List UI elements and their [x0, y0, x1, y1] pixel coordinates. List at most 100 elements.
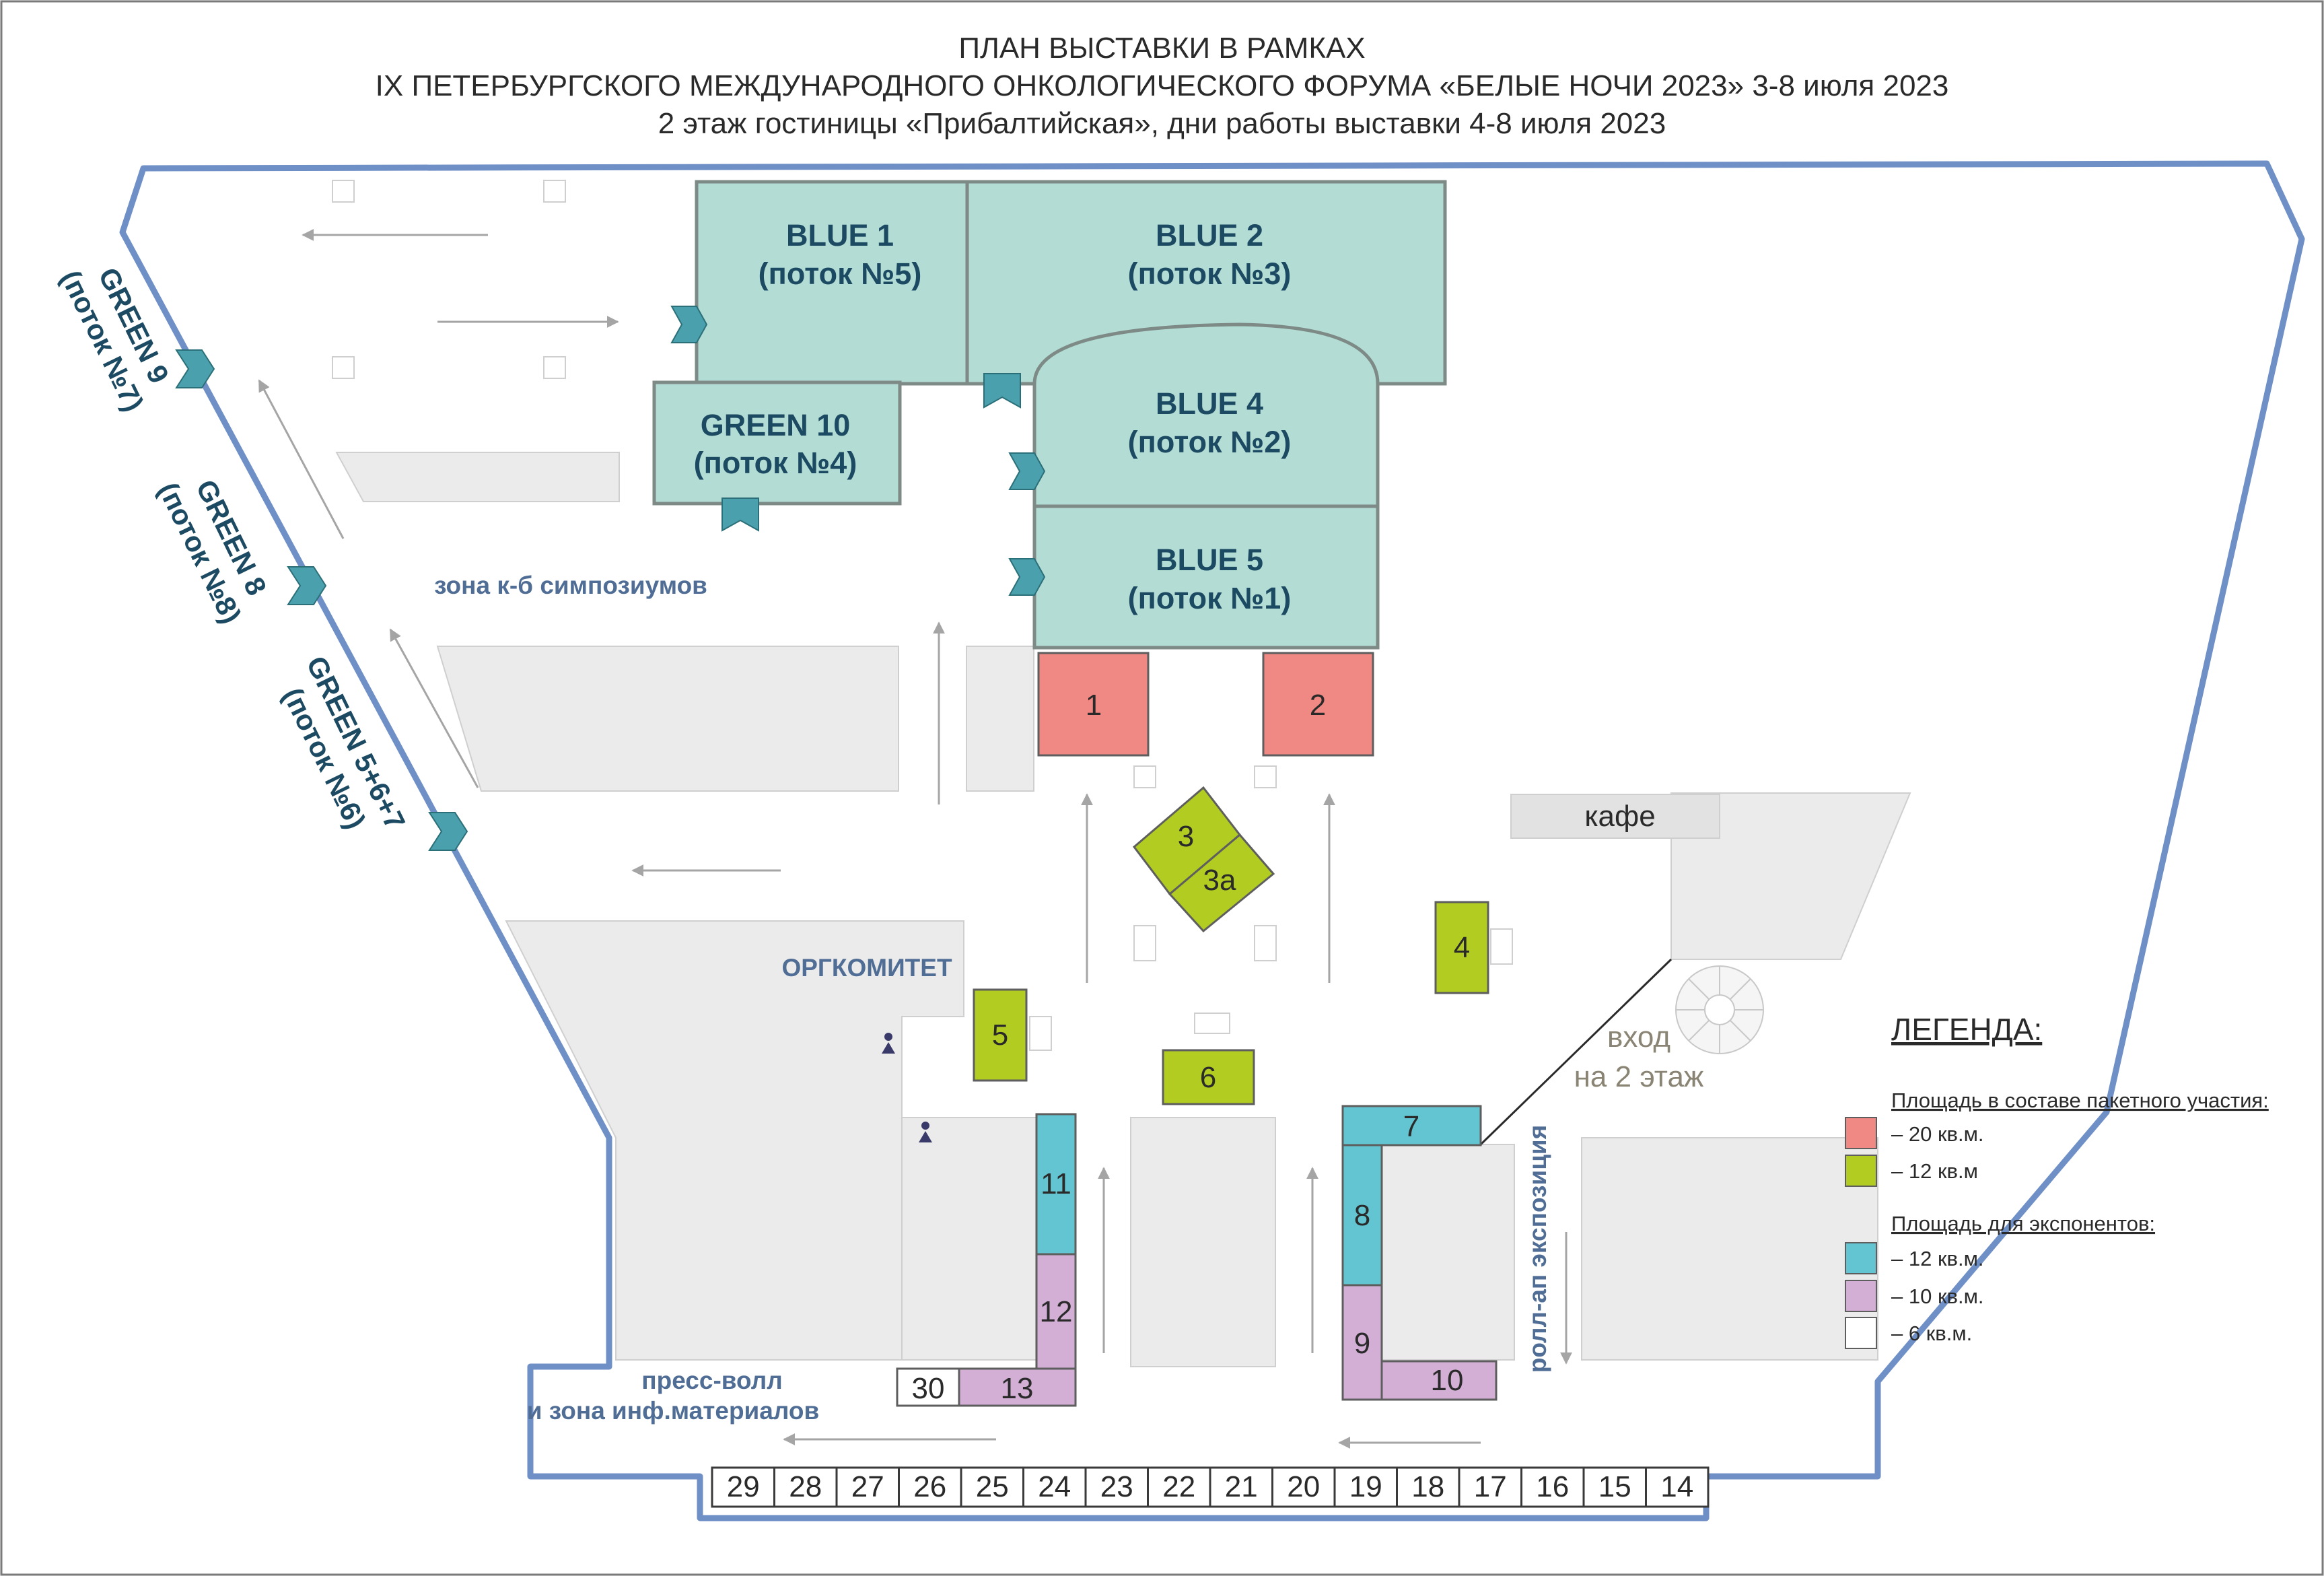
bottom-booth-26[interactable] — [898, 1466, 962, 1508]
booth-3a-number: 3а — [1203, 864, 1236, 897]
marker-green-10 — [721, 498, 759, 532]
booth-numbers: 1 2 3 3а 4 5 6 7 8 9 10 11 12 13 30 — [912, 689, 1471, 1405]
bottom-booth-number: 16 — [1536, 1470, 1569, 1503]
booth-30[interactable] — [896, 1367, 960, 1407]
booth-13-number: 13 — [1001, 1372, 1034, 1405]
plan-title-line-1: ПЛАН ВЫСТАВКИ В РАМКАХ — [958, 32, 1366, 65]
bottom-booth-number: 14 — [1660, 1470, 1693, 1503]
marker-green-8 — [287, 566, 327, 605]
booth-4-number: 4 — [1454, 931, 1470, 964]
booth-7-number: 7 — [1403, 1110, 1419, 1143]
service-areas — [335, 452, 1911, 1367]
legend-swatch-exhibitor-12 — [1845, 1242, 1877, 1274]
bottom-booth-number: 23 — [1100, 1470, 1133, 1503]
legend-swatch-package-20 — [1845, 1117, 1877, 1149]
legend: ЛЕГЕНДА: Площадь в составе пакетного уча… — [1845, 1012, 2269, 1349]
hall-green-10-stream: (поток №4) — [694, 446, 857, 480]
package-booths-12 — [973, 786, 1489, 1105]
booth-9[interactable] — [1341, 1284, 1383, 1401]
hall-blue-1-stream: (поток №5) — [759, 256, 922, 291]
hall-blue-2-name: BLUE 2 — [1156, 218, 1263, 252]
booth-9-number: 9 — [1354, 1327, 1370, 1360]
service-area-upper-left — [335, 452, 620, 502]
cafe-label: кафе — [1584, 800, 1655, 833]
bottom-booth-number: 27 — [851, 1470, 884, 1503]
bottom-booth-18[interactable] — [1396, 1466, 1460, 1508]
legend-exhibitor-10-label: – 10 кв.м. — [1891, 1284, 1984, 1308]
booth-1-number: 1 — [1086, 689, 1102, 722]
hall-blue-4-name: BLUE 4 — [1156, 386, 1263, 421]
service-area-middle-left — [436, 646, 899, 792]
orgcommittee-area — [505, 920, 964, 1361]
bottom-booth-17[interactable] — [1458, 1466, 1522, 1508]
rollup-zone-label: ролл-ап экспозиция — [1524, 1125, 1551, 1373]
legend-group-1-title: Площадь в составе пакетного участия: — [1891, 1089, 2269, 1112]
hall-blue-5-name: BLUE 5 — [1156, 543, 1263, 577]
booth-3-number: 3 — [1178, 820, 1194, 853]
legend-exhibitor-12-label: – 12 кв.м. — [1891, 1247, 1984, 1270]
bottom-booth-23[interactable] — [1084, 1466, 1149, 1508]
booth-2-number: 2 — [1310, 689, 1326, 722]
presswall-label-line-2: и зона инф.материалов — [527, 1397, 820, 1425]
symposium-zone-label: зона к-б симпозиумов — [434, 572, 707, 599]
legend-swatch-exhibitor-6 — [1845, 1317, 1877, 1349]
hall-blue-5 — [1032, 504, 1380, 650]
bottom-booth-27[interactable] — [835, 1466, 900, 1508]
bottom-booth-22[interactable] — [1147, 1466, 1211, 1508]
rotated-hall-labels: GREEN 9 (поток №7) GREEN 8 (поток №8) GR… — [55, 263, 411, 834]
hall-blue-5-stream: (поток №1) — [1128, 581, 1292, 615]
booth-12-number: 12 — [1040, 1295, 1073, 1328]
booth-30-number: 30 — [912, 1372, 945, 1405]
booth-5-number: 5 — [992, 1019, 1008, 1052]
booth-2[interactable] — [1262, 652, 1374, 757]
bottom-booth-29[interactable] — [711, 1466, 775, 1508]
legend-exhibitor-6-label: – 6 кв.м. — [1891, 1322, 1972, 1345]
booth-4[interactable] — [1434, 901, 1489, 994]
entrance-area — [1670, 792, 1911, 960]
booth-8[interactable] — [1341, 1144, 1383, 1287]
booth-5[interactable] — [973, 988, 1028, 1082]
spiral-staircase-icon — [1675, 965, 1764, 1054]
hall-green-10 — [652, 380, 902, 506]
entrance-divider-line — [1479, 958, 1672, 1146]
package-booths-20 — [1037, 652, 1374, 757]
booth-block-right — [1379, 1144, 1515, 1361]
bottom-booth-14[interactable] — [1645, 1466, 1710, 1508]
legend-package-12-label: – 12 кв.м — [1891, 1159, 1978, 1183]
bottom-booth-number: 15 — [1598, 1470, 1631, 1503]
bottom-booth-25[interactable] — [960, 1466, 1024, 1508]
bottom-booth-16[interactable] — [1520, 1466, 1585, 1508]
presswall-label-line-1: пресс-волл — [641, 1367, 782, 1394]
hall-green-10-name: GREEN 10 — [701, 408, 851, 442]
marker-blue-2 — [983, 373, 1021, 409]
bottom-booth-number: 18 — [1411, 1470, 1444, 1503]
marker-blue-1 — [670, 306, 708, 343]
hall-blue-2-stream: (поток №3) — [1128, 256, 1292, 291]
bottom-booth-number: 21 — [1225, 1470, 1258, 1503]
entrance-label-line-1: вход — [1607, 1021, 1670, 1054]
bottom-booth-15[interactable] — [1582, 1466, 1647, 1508]
plan-title-line-2: IX ПЕТЕРБУРГСКОГО МЕЖДУНАРОДНОГО ОНКОЛОГ… — [375, 69, 1949, 102]
exhibitor-booths-10 — [958, 1253, 1498, 1407]
booth-10[interactable] — [1380, 1360, 1498, 1401]
entrance-label-line-2: на 2 этаж — [1574, 1060, 1704, 1093]
booth-10-number: 10 — [1431, 1364, 1464, 1397]
bottom-booth-number: 25 — [976, 1470, 1009, 1503]
outer-wall — [119, 160, 2305, 1521]
marker-blue-5 — [1008, 558, 1046, 596]
booth-7[interactable] — [1341, 1105, 1482, 1146]
cafe-area — [1510, 794, 1720, 839]
bottom-booth-number: 28 — [789, 1470, 822, 1503]
booth-6[interactable] — [1162, 1049, 1255, 1105]
booth-12[interactable] — [1035, 1253, 1077, 1370]
bottom-booth-number: 29 — [727, 1470, 760, 1503]
booth-1[interactable] — [1037, 652, 1150, 757]
bottom-booth-19[interactable] — [1333, 1466, 1398, 1508]
booth-3a[interactable] — [1168, 833, 1275, 933]
bottom-booth-number: 24 — [1038, 1470, 1071, 1503]
service-area-column — [966, 646, 1034, 792]
